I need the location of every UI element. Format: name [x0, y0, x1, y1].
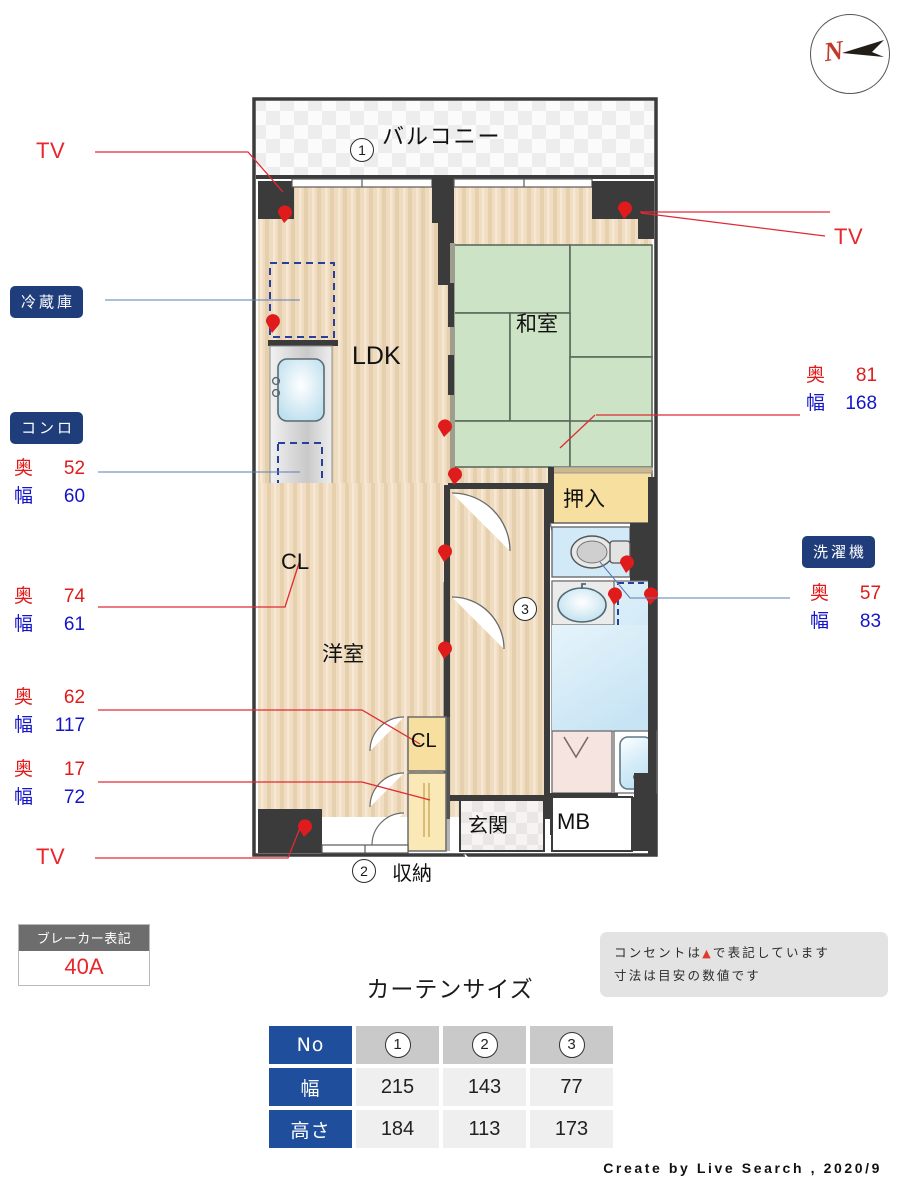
curtain-height-1: 184: [356, 1110, 439, 1148]
col-header-1: 1: [356, 1026, 439, 1064]
curtain-height-3: 173: [530, 1110, 613, 1148]
table-row-no: No 1 2 3: [269, 1026, 613, 1064]
annotation-badge-konro: コンロ: [10, 412, 84, 444]
dim-width-value: 72: [63, 786, 86, 808]
annotation-dim-oshiire: 奥 81 幅 168: [806, 362, 877, 417]
note-line-1: コンセントは▲で表記しています: [614, 941, 874, 964]
room-label-yoshitsu: 洋室: [322, 642, 364, 666]
dim-width-label: 幅: [806, 392, 826, 414]
dim-width-value: 83: [859, 610, 882, 632]
breaker-box: ブレーカー表記 40A: [18, 924, 150, 986]
footer-credit: Create by Live Search , 2020/9: [603, 1160, 882, 1176]
outlet-triangle-icon: ▲: [702, 947, 713, 960]
curtain-size-title: カーテンサイズ: [366, 977, 534, 1003]
dim-width-value: 117: [54, 714, 86, 736]
dim-row-depth: 奥 52: [14, 455, 85, 483]
window-marker-1: 1: [350, 138, 374, 162]
annotation-badge-fridge: 冷蔵庫: [10, 286, 84, 318]
curtain-no-1: 1: [384, 1032, 411, 1058]
note-line-2: 寸法は目安の数値です: [614, 968, 762, 984]
dim-depth-label: 奥: [810, 583, 830, 604]
dim-width-label: 幅: [14, 786, 34, 808]
note-line1-pre: コンセントは: [614, 945, 703, 960]
dim-row-depth: 奥 62: [14, 684, 85, 712]
dim-depth-label: 奥: [14, 458, 34, 479]
annotation-dim-cl-lower: 奥 17 幅 72: [14, 756, 85, 811]
row-header-height: 高さ: [269, 1110, 352, 1148]
dim-row-depth: 奥 74: [14, 583, 85, 611]
dim-width-label: 幅: [14, 714, 34, 736]
curtain-width-2: 143: [443, 1068, 526, 1106]
dim-depth-value: 17: [63, 759, 86, 780]
dim-width-value: 61: [63, 613, 86, 635]
dim-depth-value: 62: [63, 687, 86, 708]
dim-depth-label: 奥: [14, 759, 34, 780]
row-header-width: 幅: [269, 1068, 352, 1106]
compass-north-label: N: [821, 34, 846, 68]
notes-box: コンセントは▲で表記しています 寸法は目安の数値です: [600, 932, 888, 998]
annotation-dim-yoshitsu: 奥 62 幅 117: [14, 684, 85, 739]
curtain-no-3: 3: [558, 1032, 585, 1058]
room-label-mb: MB: [557, 809, 590, 834]
curtain-no-2: 2: [471, 1032, 498, 1058]
curtain-height-2: 113: [443, 1110, 526, 1148]
curtain-size-table: No 1 2 3 幅 215 143 77 高さ 184 113 173: [265, 1022, 617, 1152]
dim-width-value: 60: [63, 485, 86, 507]
curtain-width-1: 215: [356, 1068, 439, 1106]
col-header-3: 3: [530, 1026, 613, 1064]
col-header-2: 2: [443, 1026, 526, 1064]
annotation-badge-washer: 洗濯機: [802, 536, 876, 568]
dim-row-width: 幅 117: [14, 712, 85, 740]
annotation-dim-cl-upper: 奥 74 幅 61: [14, 583, 85, 638]
dim-row-width: 幅 61: [14, 611, 85, 639]
annotation-tv-top: TV: [36, 138, 66, 163]
dim-row-width: 幅 83: [810, 608, 881, 636]
dim-depth-label: 奥: [806, 365, 826, 386]
window-marker-3: 3: [513, 597, 537, 621]
dim-row-width: 幅 60: [14, 483, 85, 511]
dim-width-label: 幅: [810, 610, 830, 632]
dim-depth-value: 57: [859, 583, 882, 604]
dim-row-width: 幅 72: [14, 784, 85, 812]
annotation-tv-bottom: TV: [36, 844, 66, 869]
room-label-ldk: LDK: [352, 342, 401, 370]
room-label-cl-upper: CL: [281, 549, 310, 574]
curtain-width-3: 77: [530, 1068, 613, 1106]
dim-depth-value: 74: [63, 586, 86, 607]
dim-row-width: 幅 168: [806, 390, 877, 418]
room-label-cl-lower: CL: [411, 730, 437, 752]
room-label-genkan: 玄関: [468, 813, 508, 837]
annotation-dim-washer: 奥 57 幅 83: [810, 580, 881, 635]
dim-depth-label: 奥: [14, 586, 34, 607]
breaker-title: ブレーカー表記: [19, 925, 149, 951]
dim-depth-label: 奥: [14, 687, 34, 708]
dim-width-value: 168: [845, 392, 878, 414]
annotation-dim-konro: 奥 52 幅 60: [14, 455, 85, 510]
dim-row-depth: 奥 81: [806, 362, 877, 390]
dim-width-label: 幅: [14, 613, 34, 635]
compass: N: [810, 14, 890, 94]
floor-plan-drawing: [252, 97, 671, 898]
room-label-shuunou: 収納: [392, 861, 432, 885]
table-row-height: 高さ 184 113 173: [269, 1110, 613, 1148]
dim-row-depth: 奥 57: [810, 580, 881, 608]
floor-plan: バルコニー LDK 和室 洋室 押入 玄関 MB CL CL 収納 1 2 3: [252, 97, 671, 898]
table-row-width: 幅 215 143 77: [269, 1068, 613, 1106]
room-label-oshiire: 押入: [563, 487, 605, 511]
row-header-no: No: [269, 1026, 352, 1064]
note-line1-post: で表記しています: [712, 945, 831, 960]
room-label-washitsu: 和室: [516, 312, 558, 336]
room-label-balcony: バルコニー: [382, 125, 502, 150]
annotation-tv-right: TV: [834, 224, 864, 249]
window-marker-2: 2: [352, 859, 376, 883]
dim-depth-value: 81: [855, 365, 878, 386]
compass-needle-icon: [842, 40, 884, 57]
dim-width-label: 幅: [14, 485, 34, 507]
dim-depth-value: 52: [63, 458, 86, 479]
dim-row-depth: 奥 17: [14, 756, 85, 784]
breaker-value: 40A: [64, 954, 104, 979]
